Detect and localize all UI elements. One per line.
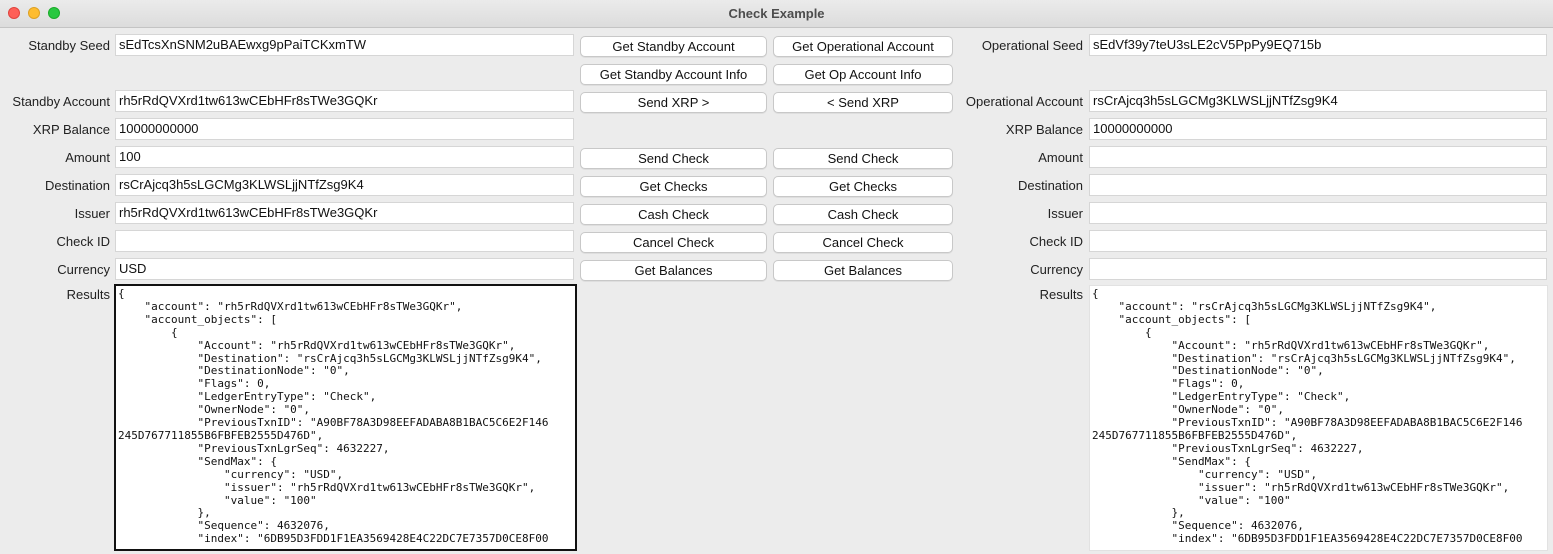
standby-get-balances-button[interactable]: Get Balances [580,260,767,281]
operational-balance-field[interactable]: 10000000000 [1089,118,1547,140]
operational-seed-label: Operational Seed [981,38,1083,53]
operational-check-id-label: Check ID [1029,234,1083,249]
operational-issuer-field[interactable] [1089,202,1547,224]
minimize-window-button[interactable] [28,7,40,19]
standby-cancel-check-button[interactable]: Cancel Check [580,232,767,253]
standby-amount-label: Amount [65,150,110,165]
operational-results-area[interactable]: { "account": "rsCrAjcq3h5sLGCMg3KLWSLjjN… [1089,285,1548,551]
operational-cash-check-button[interactable]: Cash Check [773,204,953,225]
standby-seed-field[interactable]: sEdTcsXnSNM2uBAEwxg9pPaiTCKxmTW [115,34,574,56]
standby-account-label: Standby Account [12,94,110,109]
standby-amount-field[interactable]: 100 [115,146,574,168]
operational-seed-field[interactable]: sEdVf39y7teU3sLE2cV5PpPy9EQ715b [1089,34,1547,56]
standby-currency-field[interactable]: USD [115,258,574,280]
standby-seed-label: Standby Seed [28,38,110,53]
standby-get-checks-button[interactable]: Get Checks [580,176,767,197]
maximize-window-button[interactable] [48,7,60,19]
standby-cash-check-button[interactable]: Cash Check [580,204,767,225]
standby-destination-label: Destination [44,178,110,193]
operational-currency-label: Currency [1030,262,1083,277]
operational-issuer-label: Issuer [1047,206,1083,221]
standby-currency-label: Currency [57,262,110,277]
operational-balance-label: XRP Balance [1005,122,1083,137]
window-title: Check Example [728,6,825,21]
standby-destination-field[interactable]: rsCrAjcq3h5sLGCMg3KLWSLjjNTfZsg9K4 [115,174,574,196]
operational-amount-label: Amount [1038,150,1083,165]
standby-results-text: { "account": "rh5rRdQVXrd1tw613wCEbHFr8s… [118,287,549,546]
standby-check-id-field[interactable] [115,230,574,252]
send-xrp-to-standby-button[interactable]: < Send XRP [773,92,953,113]
get-standby-account-info-button[interactable]: Get Standby Account Info [580,64,767,85]
close-window-button[interactable] [8,7,20,19]
send-xrp-to-operational-button[interactable]: Send XRP > [580,92,767,113]
window-titlebar: Check Example [0,0,1553,28]
get-op-account-info-button[interactable]: Get Op Account Info [773,64,953,85]
standby-check-id-label: Check ID [56,234,110,249]
standby-results-label: Results [66,287,110,302]
operational-destination-field[interactable] [1089,174,1547,196]
operational-check-id-field[interactable] [1089,230,1547,252]
operational-account-label: Operational Account [965,94,1083,109]
operational-get-checks-button[interactable]: Get Checks [773,176,953,197]
operational-get-balances-button[interactable]: Get Balances [773,260,953,281]
operational-account-field[interactable]: rsCrAjcq3h5sLGCMg3KLWSLjjNTfZsg9K4 [1089,90,1547,112]
operational-cancel-check-button[interactable]: Cancel Check [773,232,953,253]
operational-results-label: Results [1039,287,1083,302]
operational-results-text: { "account": "rsCrAjcq3h5sLGCMg3KLWSLjjN… [1092,287,1523,546]
standby-results-area[interactable]: { "account": "rh5rRdQVXrd1tw613wCEbHFr8s… [114,284,577,551]
operational-currency-field[interactable] [1089,258,1547,280]
standby-issuer-label: Issuer [74,206,110,221]
get-operational-account-button[interactable]: Get Operational Account [773,36,953,57]
get-standby-account-button[interactable]: Get Standby Account [580,36,767,57]
operational-send-check-button[interactable]: Send Check [773,148,953,169]
operational-amount-field[interactable] [1089,146,1547,168]
standby-issuer-field[interactable]: rh5rRdQVXrd1tw613wCEbHFr8sTWe3GQKr [115,202,574,224]
standby-account-field[interactable]: rh5rRdQVXrd1tw613wCEbHFr8sTWe3GQKr [115,90,574,112]
standby-balance-label: XRP Balance [32,122,110,137]
standby-balance-field[interactable]: 10000000000 [115,118,574,140]
standby-send-check-button[interactable]: Send Check [580,148,767,169]
operational-destination-label: Destination [1017,178,1083,193]
